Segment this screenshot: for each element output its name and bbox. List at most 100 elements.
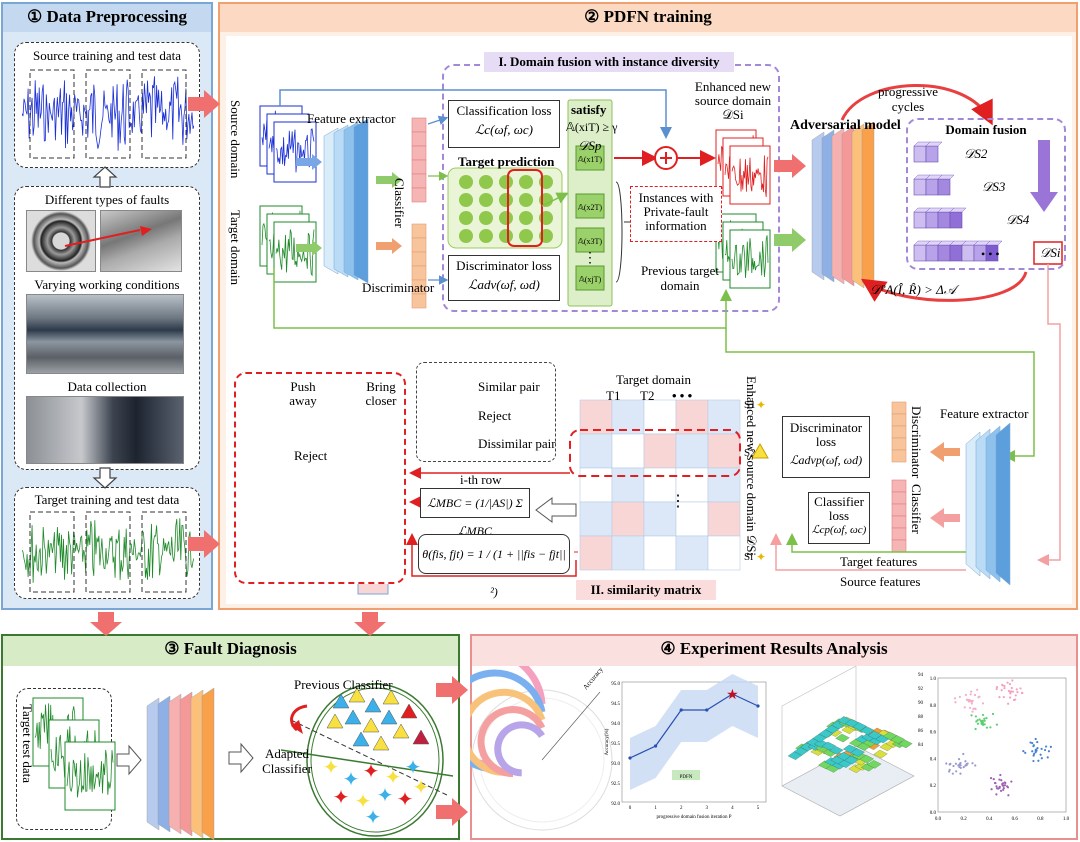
tsne-point [998,778,1001,781]
matrix-ellipsis: ⋮ [670,493,686,510]
right-discriminator-cell-1 [891,413,907,427]
tsne-xtick: 0.4 [986,817,993,822]
tsne-point [1009,692,1012,695]
instances-bracket [615,181,623,283]
tsne-point [997,787,1000,790]
prediction-node [479,211,493,225]
matrix-cell [675,535,709,571]
adversarial-layer-0 [811,131,825,281]
discriminator-cell-3 [411,265,427,281]
adversarial-layer-1 [821,129,835,283]
diagnosis-model-layer-0 [146,697,160,831]
model-to-classifier-arrow [228,742,254,774]
tsne-point [995,686,999,689]
tsne-point [1031,741,1034,745]
class-triangle-icon [332,693,350,709]
matrix-t2-label: T2 [640,388,655,403]
target-bypass-path [273,268,732,329]
tsne-point [966,762,969,765]
target-to-adversarial-arrow [774,228,806,252]
tsne-point [1011,690,1015,693]
matrix-cell [707,535,741,571]
fusion-to-right-green-path [725,328,1035,462]
surface-ztick: 84 [918,743,924,748]
line-ytick: 93.0 [611,762,620,767]
tsne-point [962,752,965,756]
line-xlabel: progressive domain fusion iteration P [657,815,732,820]
panel-pdfn-header: ② PDFN training [220,4,1076,32]
matrix-row-label-0: S1 [744,399,756,411]
line-legend-label: PDFN [680,775,693,780]
tsne-point [982,722,985,726]
matrix-row-star-icon: ✦ [756,550,766,564]
reject-label: Reject [294,448,328,463]
tsne-point [1037,759,1040,762]
class-triangle-icon [400,703,418,719]
right-classifier-cell-2 [891,503,907,517]
tsne-point [1043,748,1047,752]
tsne-point [1007,794,1010,797]
class-triangle-icon [364,697,382,713]
class-star-icon: ✦ [333,787,350,809]
tsne-point [1047,750,1051,753]
tsne-point [981,702,985,705]
training-to-diagnosis-arrow [354,612,386,636]
line-ytick: 93.5 [611,742,620,747]
tsne-point [1014,698,1017,701]
matrix-cell [579,399,613,435]
matrix-cell [611,399,645,435]
tsne-point [1001,684,1004,687]
results-svg: Accuracy★PDFN95.094.594.093.593.092.592.… [470,666,1070,831]
tsne-point [976,722,980,725]
diagnosis-svg: ✦✦✦✦✦✦✦✦✦✦✦ [32,683,454,840]
line-ytick: 95.0 [611,682,620,687]
panel-data-preprocessing-header: ① Data Preprocessing [3,4,211,32]
progressive-cycle-top-arrow [840,84,993,126]
classifier-boundary-inner [310,687,440,833]
accuracy-ring-4 [494,721,545,777]
tsne-point [1002,784,1005,787]
line-confidence-band [630,674,758,790]
preprocess-to-diagnosis-arrow [90,612,122,636]
right-classifier-cell-5 [891,539,907,553]
prediction-node [459,211,473,225]
tsne-point [1009,696,1012,699]
target-test-label: Target test data [20,704,35,783]
line-point [628,756,632,760]
fault-types-label: Different types of faults [44,192,170,207]
surface-ztick: 92 [918,687,924,692]
tsne-xtick: 0.2 [960,817,967,822]
matrix-cell [611,501,645,537]
surface-patch [850,748,865,757]
class-star-icon: ✦ [413,777,430,799]
right-discriminator-cell-0 [891,401,907,415]
panel-title: PDFN training [603,7,712,26]
previous-target-card-signal-2 [731,235,769,279]
enhanced-card-signal-2 [731,155,769,197]
tsne-point [1033,752,1036,755]
discriminator-cell-2 [411,251,427,267]
surface-patch [821,741,836,751]
prediction-highlight [507,169,543,247]
fusion-to-right-red-path [1037,264,1061,566]
tsne-point [974,715,978,718]
progressive-cycle-bottom-arrow [860,271,1028,302]
tsne-point [1040,747,1043,750]
hollow-down-arrow [92,467,118,489]
class-triangle-icon [392,723,410,739]
right-extractor-to-discriminator-arrow [930,442,960,462]
working-conditions-label: Varying working conditions [34,277,180,292]
class-star-icon: ✦ [365,807,382,829]
discriminator-cell-1 [411,237,427,253]
prediction-node [519,211,533,225]
diagnosis-model-layer-5 [201,687,215,840]
adversarial-layer-5 [861,121,875,291]
classifier-boundary-outer [306,683,444,837]
tsne-point [989,726,992,729]
tsne-point [1003,687,1006,690]
class-star-icon: ✦ [323,757,340,779]
surface-patch [829,746,844,755]
tsne-point [999,773,1002,777]
pair-list-box [234,372,406,584]
surface-patch [860,726,875,735]
